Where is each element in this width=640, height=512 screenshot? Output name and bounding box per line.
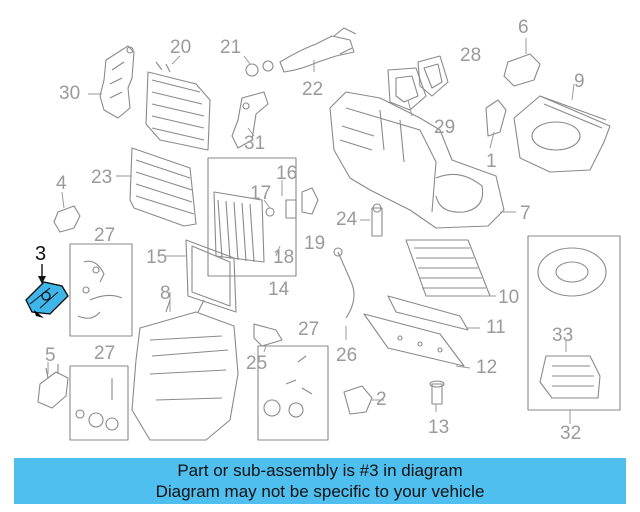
part-3-highlighted bbox=[25, 264, 70, 318]
part-27-kit-a bbox=[69, 243, 133, 337]
callout-27-a: 27 bbox=[94, 225, 116, 246]
callout-17: 17 bbox=[250, 183, 272, 204]
part-31-bracket bbox=[231, 91, 269, 149]
callout-25: 25 bbox=[246, 353, 268, 374]
part-5-actuator bbox=[37, 364, 69, 409]
callout-29: 29 bbox=[434, 117, 456, 138]
callout-15: 15 bbox=[146, 247, 168, 268]
part-8-lower-housing bbox=[131, 299, 239, 441]
part-10-filter bbox=[405, 239, 491, 297]
part-24-valve bbox=[371, 203, 383, 237]
callout-18: 18 bbox=[273, 247, 295, 268]
callout-27-b: 27 bbox=[94, 343, 116, 364]
part-2-actuator bbox=[343, 385, 373, 415]
main-housing bbox=[329, 91, 505, 229]
callout-3-highlighted: 3 bbox=[35, 243, 47, 265]
part-11-foam bbox=[387, 295, 469, 331]
callout-23: 23 bbox=[91, 167, 113, 188]
parts-diagram bbox=[25, 27, 621, 441]
info-banner: Part or sub-assembly is #3 in diagram Di… bbox=[14, 458, 626, 504]
callout-11: 11 bbox=[486, 317, 506, 338]
callout-5: 5 bbox=[45, 345, 56, 366]
callout-30: 30 bbox=[59, 83, 81, 104]
callout-9: 9 bbox=[574, 71, 585, 92]
callout-2: 2 bbox=[376, 389, 387, 410]
part-14-evaporator bbox=[207, 157, 297, 277]
part-27-kit-b bbox=[69, 365, 129, 441]
part-19-seal bbox=[301, 187, 319, 215]
banner-line-2: Diagram may not be specific to your vehi… bbox=[155, 482, 485, 501]
part-21-22-pipes bbox=[245, 27, 357, 77]
callout-31: 31 bbox=[244, 133, 266, 154]
callout-13: 13 bbox=[428, 417, 450, 438]
part-6-bracket bbox=[503, 53, 541, 87]
callout-8: 8 bbox=[160, 283, 171, 304]
part-12-seal bbox=[363, 313, 465, 367]
callout-33: 33 bbox=[552, 325, 574, 346]
part-25-sensor bbox=[253, 323, 283, 347]
part-26-hose bbox=[333, 247, 355, 319]
callout-26: 26 bbox=[336, 345, 358, 366]
part-23-heater bbox=[129, 147, 197, 227]
callout-6: 6 bbox=[518, 17, 529, 38]
callout-28: 28 bbox=[460, 45, 482, 66]
part-13-drain bbox=[429, 380, 445, 405]
callout-20: 20 bbox=[170, 37, 192, 58]
part-32-blower-kit bbox=[527, 235, 621, 411]
callout-21: 21 bbox=[220, 37, 242, 58]
callout-10: 10 bbox=[498, 287, 520, 308]
callout-27-c: 27 bbox=[298, 319, 320, 340]
part-4-actuator bbox=[53, 205, 81, 233]
part-30-bracket bbox=[99, 45, 135, 119]
callout-7: 7 bbox=[520, 203, 531, 224]
banner-line-1: Part or sub-assembly is #3 in diagram bbox=[177, 461, 463, 480]
part-9-blower-housing bbox=[513, 95, 611, 173]
part-28-29-gaskets bbox=[387, 55, 449, 111]
part-27-kit-c bbox=[257, 345, 329, 441]
callout-1: 1 bbox=[486, 151, 497, 172]
part-1-sensor bbox=[485, 99, 507, 137]
callout-16: 16 bbox=[276, 163, 298, 184]
callout-32: 32 bbox=[560, 423, 582, 444]
callout-4: 4 bbox=[56, 173, 67, 194]
callout-24: 24 bbox=[336, 209, 358, 230]
part-20-heater-core bbox=[145, 61, 211, 151]
callout-14: 14 bbox=[268, 279, 290, 300]
callout-19: 19 bbox=[304, 233, 326, 254]
callout-12: 12 bbox=[476, 357, 498, 378]
callout-22: 22 bbox=[302, 79, 324, 100]
